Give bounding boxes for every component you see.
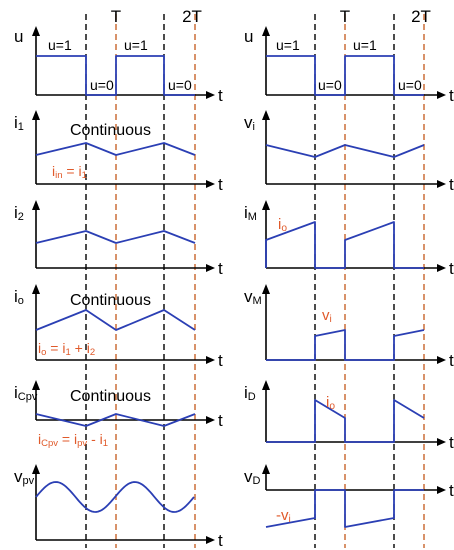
plot-iCpv-y-arrow xyxy=(32,380,40,390)
wave-iM xyxy=(265,221,424,269)
ylabel-vD: vD xyxy=(244,467,261,487)
plot-u-right-t-label: t xyxy=(449,86,454,105)
plot-u-right-y-arrow xyxy=(262,26,270,36)
anno-vD-minus-vi: -vi xyxy=(276,507,291,525)
anno-u1-a-left: u=1 xyxy=(48,37,72,53)
anno-u1-b-left: u=1 xyxy=(124,37,148,53)
plot-iD-t-label: t xyxy=(449,433,454,452)
plot-i1-y-arrow xyxy=(32,110,40,120)
plot-vD-t-label: t xyxy=(449,481,454,500)
plot-iD-y-arrow xyxy=(262,380,270,390)
anno-iM-io: io xyxy=(278,216,287,234)
wave-vM xyxy=(266,329,425,361)
plot-iM-t-label: t xyxy=(449,259,454,278)
anno-u1-a-right: u=1 xyxy=(276,37,300,53)
wave-u-right xyxy=(266,55,424,96)
ylabel-u-right: u xyxy=(244,27,253,46)
ylabel-i1: i1 xyxy=(14,113,24,133)
plot-vD-y-arrow xyxy=(262,464,270,474)
anno-iCpv-eq: iCpv = ipv - i1 xyxy=(38,431,108,449)
plot-vM-t-label: t xyxy=(449,351,454,370)
plot-io-time-arrow xyxy=(206,356,215,364)
wave-vD xyxy=(265,489,424,528)
plot-i1-t-label: t xyxy=(218,175,223,194)
plot-u-left-y-arrow xyxy=(32,26,40,36)
plot-vi-t-label: t xyxy=(449,175,454,194)
plot-vpv-y-arrow xyxy=(32,464,40,474)
plot-i2-time-arrow xyxy=(206,264,215,272)
anno-i1-continuous: Continuous xyxy=(70,122,151,139)
ylabel-u-left: u xyxy=(14,27,23,46)
plot-vM-y-arrow xyxy=(262,284,270,294)
ylabel-i2: i2 xyxy=(14,203,24,223)
plot-i1-time-arrow xyxy=(206,180,215,188)
wave-i1 xyxy=(35,142,196,156)
ylabel-vM: vM xyxy=(244,287,262,307)
anno-u0-a-left: u=0 xyxy=(90,77,114,93)
plot-u-right-time-arrow xyxy=(437,91,446,99)
plot-iM-time-arrow xyxy=(437,264,446,272)
plot-i2-t-label: t xyxy=(218,259,223,278)
ylabel-iM: iM xyxy=(244,203,257,223)
plot-vD-time-arrow xyxy=(437,486,446,494)
anno-iD-io: io xyxy=(326,394,335,412)
wave-vpv xyxy=(35,481,195,513)
plot-vpv-t-label: t xyxy=(218,531,223,550)
period-2T-right: 2T xyxy=(411,7,431,26)
anno-io-continuous: Continuous xyxy=(70,292,151,309)
plot-vpv-time-arrow xyxy=(206,536,215,544)
wave-u-left xyxy=(36,55,195,96)
plot-iM-y-arrow xyxy=(262,200,270,210)
anno-u0-b-left: u=0 xyxy=(168,77,192,93)
anno-vM-vi: vi xyxy=(322,307,332,325)
period-T-right: T xyxy=(340,7,350,26)
ylabel-iD: iD xyxy=(244,383,256,403)
ylabel-vpv: vpv xyxy=(14,467,35,487)
wave-vi xyxy=(265,144,425,158)
anno-i1-eq: iin = i1 xyxy=(52,163,87,181)
plot-u-left-t-label: t xyxy=(218,86,223,105)
plot-io-t-label: t xyxy=(218,351,223,370)
plot-iD-time-arrow xyxy=(437,438,446,446)
anno-u1-b-right: u=1 xyxy=(353,37,377,53)
ylabel-iCpv: iCpv xyxy=(14,383,38,403)
plot-iCpv-time-arrow xyxy=(206,416,215,424)
ylabel-vi: vi xyxy=(244,113,255,133)
plot-u-left-time-arrow xyxy=(206,91,215,99)
period-2T-left: 2T xyxy=(182,7,202,26)
anno-iCpv-continuous: Continuous xyxy=(70,388,151,405)
plot-vi-time-arrow xyxy=(437,180,446,188)
plot-iCpv-t-label: t xyxy=(218,411,223,430)
plot-i2-y-arrow xyxy=(32,200,40,210)
wave-i2 xyxy=(35,230,196,244)
anno-u0-b-right: u=0 xyxy=(398,77,422,93)
anno-u0-a-right: u=0 xyxy=(318,77,342,93)
anno-io-eq: io = i1 + i2 xyxy=(38,340,95,358)
ylabel-io: io xyxy=(14,287,24,307)
wave-iCpv xyxy=(35,413,196,427)
period-T-left: T xyxy=(111,7,121,26)
wave-io xyxy=(35,309,196,331)
plot-vM-time-arrow xyxy=(437,356,446,364)
plot-io-y-arrow xyxy=(32,284,40,294)
wave-iD xyxy=(266,399,425,443)
plot-vi-y-arrow xyxy=(262,110,270,120)
